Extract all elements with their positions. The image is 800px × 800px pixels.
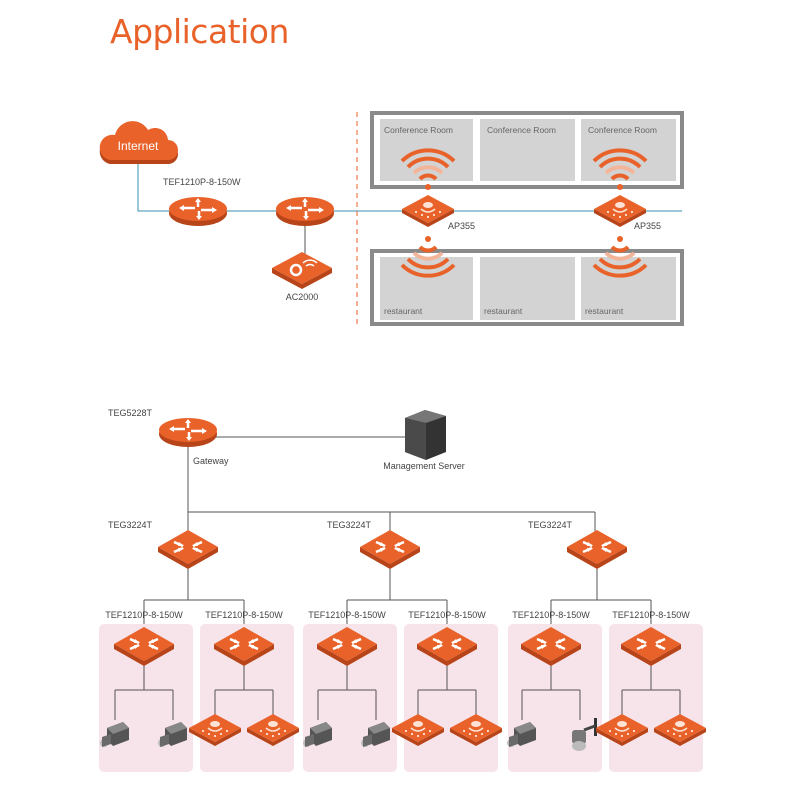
network-link	[187, 436, 596, 532]
room-cell	[480, 257, 575, 320]
room-cell	[480, 119, 575, 181]
room-label: Conference Room	[588, 125, 657, 135]
controller-label: AC2000	[286, 292, 319, 302]
controller-ac2000: AC2000	[272, 252, 332, 302]
top-topology: Internet TEF1210P-8-150W AC2000 Conferen…	[99, 111, 684, 326]
gateway-router-icon	[157, 416, 219, 449]
core-switch-label: TEG3224T	[327, 520, 372, 530]
access-switch-label: TEF1210P-8-150W	[612, 610, 690, 620]
access-switch-label: TEF1210P-8-150W	[408, 610, 486, 620]
room-label: Conference Room	[384, 125, 453, 135]
network-link	[137, 164, 682, 212]
server-label: Management Server	[383, 461, 465, 471]
controller-icon	[272, 252, 332, 284]
gateway-model-label: TEG5228T	[108, 408, 153, 418]
access-switch-label: TEF1210P-8-150W	[512, 610, 590, 620]
core-switch-icon	[565, 528, 629, 571]
core-switch-icon	[156, 528, 220, 571]
access-switch-label: TEF1210P-8-150W	[105, 610, 183, 620]
ap-label: AP355	[448, 221, 475, 231]
router-icon	[274, 195, 336, 228]
core-switch-icon	[358, 528, 422, 571]
gateway-label: Gateway	[193, 456, 229, 466]
access-point-icon	[401, 194, 455, 228]
switch-label: TEF1210P-8-150W	[163, 177, 241, 187]
room-label: restaurant	[585, 306, 624, 316]
room-group-restaurant: restaurant restaurant restaurant	[370, 249, 684, 326]
page-title: Application	[110, 12, 289, 51]
network-link	[346, 560, 448, 630]
gear-icon	[289, 263, 303, 277]
ap-label: AP355	[634, 221, 661, 231]
access-switch-label: TEF1210P-8-150W	[205, 610, 283, 620]
room-label: restaurant	[384, 306, 423, 316]
access-switch-label: TEF1210P-8-150W	[308, 610, 386, 620]
core-switch-label: TEG3224T	[528, 520, 573, 530]
network-link	[143, 560, 245, 630]
bottom-topology: TEG5228T Gateway Management Server TEG32…	[99, 408, 707, 772]
cloud-icon	[99, 121, 178, 160]
room-label: Conference Room	[487, 125, 556, 135]
network-link	[550, 560, 652, 630]
cloud-internet: Internet	[99, 121, 178, 164]
server-icon	[405, 410, 446, 460]
cloud-label: Internet	[118, 139, 159, 153]
router-icon	[167, 195, 229, 228]
room-label: restaurant	[484, 306, 523, 316]
core-switch-label: TEG3224T	[108, 520, 153, 530]
wifi-icon	[302, 259, 318, 267]
